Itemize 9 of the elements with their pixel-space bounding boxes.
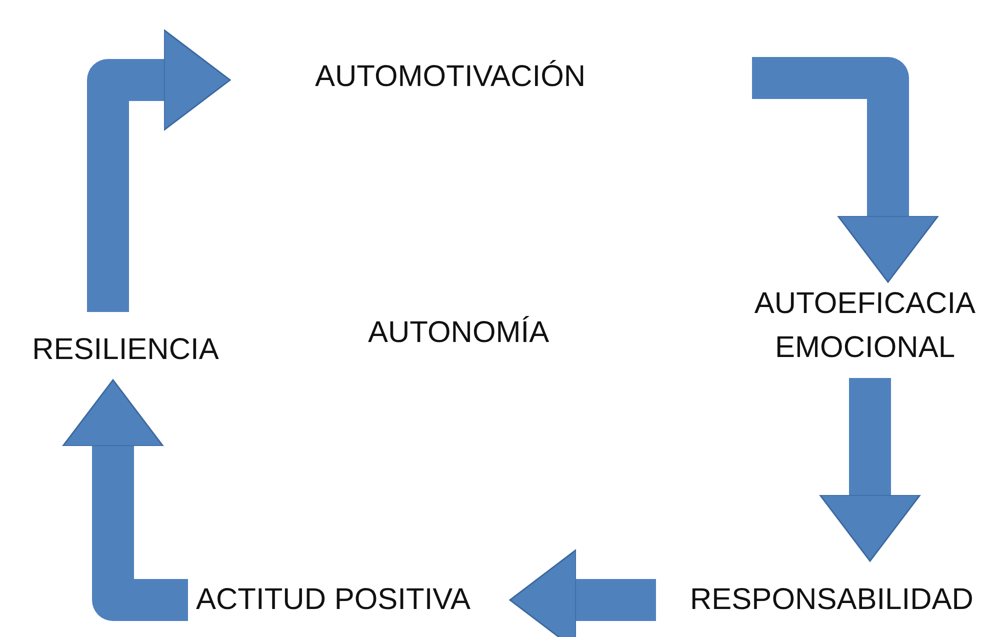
- concept-label: ACTITUD POSITIVA: [188, 578, 510, 622]
- concept-label: RESILIENCIA: [18, 312, 233, 380]
- block-arrow: [819, 378, 921, 562]
- block-arrow: [509, 549, 656, 637]
- block-arrow: [87, 29, 231, 312]
- concept-label: RESPONSABILIDAD: [656, 561, 996, 622]
- concept-label: AUTOMOTIVACIÓN: [230, 55, 752, 99]
- center-label: AUTONOMÍA: [368, 316, 550, 350]
- concept-label: AUTOEFICACIA EMOCIONAL: [740, 282, 990, 378]
